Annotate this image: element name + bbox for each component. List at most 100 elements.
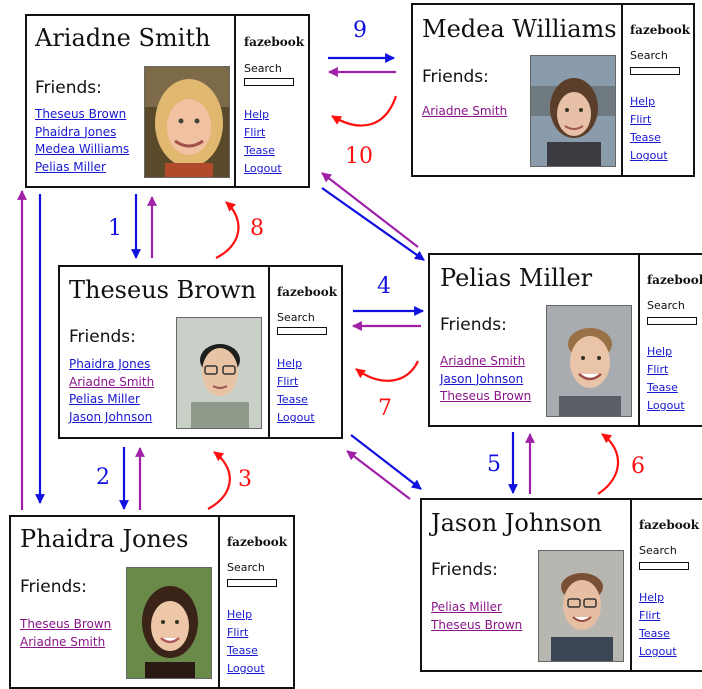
profile-photo	[538, 550, 624, 662]
profile-name: Theseus Brown	[69, 276, 257, 304]
profile-photo	[144, 66, 230, 178]
friend-link[interactable]: Ariadne Smith	[69, 374, 155, 389]
brand-label: fazebook	[630, 23, 691, 37]
friends-list: Pelias Miller Theseus Brown	[431, 599, 522, 634]
profile-name: Medea Williams	[422, 15, 617, 43]
menu-tease-link[interactable]: Tease	[244, 144, 275, 157]
search-input[interactable]	[630, 67, 680, 75]
menu-list: Help Flirt Tease Logout	[277, 355, 315, 427]
profile-card-theseus: Theseus Brown Friends: Phaidra Jones Ari…	[58, 265, 343, 439]
menu-help-link[interactable]: Help	[639, 591, 665, 604]
menu-tease-link[interactable]: Tease	[630, 131, 661, 144]
brand-label: fazebook	[639, 518, 700, 532]
man-glasses-portrait-icon	[177, 318, 261, 428]
menu-flirt-link[interactable]: Flirt	[647, 363, 669, 376]
profile-photo	[546, 305, 632, 417]
friends-heading: Friends:	[20, 577, 87, 597]
friend-link[interactable]: Theseus Brown	[440, 389, 532, 404]
menu-list: Help Flirt Tease Logout	[244, 106, 282, 178]
step-label-7: 7	[378, 396, 392, 421]
profile-name: Jason Johnson	[431, 509, 602, 537]
profile-card-jason: Jason Johnson Friends: Pelias Miller The…	[420, 498, 702, 672]
friend-link[interactable]: Ariadne Smith	[422, 104, 508, 118]
profile-photo	[126, 567, 212, 679]
menu-flirt-link[interactable]: Flirt	[630, 113, 652, 126]
search-input[interactable]	[647, 317, 697, 325]
search-label: Search	[647, 299, 685, 312]
menu-logout-link[interactable]: Logout	[639, 645, 677, 658]
brand-label: fazebook	[244, 35, 305, 49]
menu-logout-link[interactable]: Logout	[647, 399, 685, 412]
menu-tease-link[interactable]: Tease	[277, 393, 308, 406]
menu-tease-link[interactable]: Tease	[639, 627, 670, 640]
woman-blonde-portrait-icon	[145, 67, 229, 177]
arrow-status-6	[597, 433, 620, 495]
arrow-status-10	[331, 95, 398, 127]
step-label-6: 6	[631, 454, 645, 479]
arrow-status-7	[355, 360, 420, 382]
friends-list: Ariadne Smith Jason Johnson Theseus Brow…	[440, 353, 531, 406]
menu-logout-link[interactable]: Logout	[630, 149, 668, 162]
woman-dark-hair-portrait-icon	[127, 568, 211, 678]
card-divider	[234, 16, 236, 186]
profile-card-phaidra: Phaidra Jones Friends: Theseus Brown Ari…	[9, 515, 295, 689]
friend-link[interactable]: Ariadne Smith	[20, 634, 106, 649]
card-divider	[268, 267, 270, 437]
friend-link[interactable]: Phaidra Jones	[35, 124, 117, 139]
profile-name: Pelias Miller	[440, 264, 593, 292]
profile-card-pelias: Pelias Miller Friends: Ariadne Smith Jas…	[428, 253, 702, 427]
menu-logout-link[interactable]: Logout	[244, 162, 282, 175]
brand-label: fazebook	[647, 273, 702, 287]
menu-tease-link[interactable]: Tease	[647, 381, 678, 394]
man-smiling-portrait-icon	[547, 306, 631, 416]
menu-help-link[interactable]: Help	[647, 345, 673, 358]
menu-flirt-link[interactable]: Flirt	[244, 126, 266, 139]
step-label-5: 5	[487, 452, 501, 477]
step-label-4: 4	[377, 274, 391, 299]
menu-help-link[interactable]: Help	[244, 108, 270, 121]
friends-list: Phaidra Jones Ariadne Smith Pelias Mille…	[69, 356, 154, 426]
card-divider	[638, 255, 640, 425]
friend-link[interactable]: Phaidra Jones	[69, 357, 151, 371]
search-label: Search	[639, 544, 677, 557]
menu-logout-link[interactable]: Logout	[277, 411, 315, 424]
menu-flirt-link[interactable]: Flirt	[227, 626, 249, 639]
friend-link[interactable]: Theseus Brown	[431, 617, 523, 632]
menu-flirt-link[interactable]: Flirt	[639, 609, 661, 622]
search-label: Search	[277, 311, 315, 324]
search-label: Search	[244, 62, 282, 75]
friend-link[interactable]: Ariadne Smith	[440, 354, 526, 368]
arrow-request-theseus-jason	[350, 434, 422, 490]
friends-list: Theseus Brown Ariadne Smith	[20, 616, 111, 651]
search-input[interactable]	[227, 579, 277, 587]
arrow-response-pelias-ariadne	[321, 172, 419, 248]
arrow-status-8	[215, 201, 240, 259]
friend-link[interactable]: Jason Johnson	[69, 409, 153, 424]
menu-list: Help Flirt Tease Logout	[647, 343, 685, 415]
friend-link[interactable]: Medea Williams	[35, 142, 130, 157]
menu-help-link[interactable]: Help	[277, 357, 303, 370]
friend-link[interactable]: Theseus Brown	[20, 617, 112, 631]
step-label-8: 8	[250, 216, 264, 241]
menu-help-link[interactable]: Help	[227, 608, 253, 621]
friend-link[interactable]: Pelias Miller	[35, 159, 106, 174]
menu-help-link[interactable]: Help	[630, 95, 656, 108]
menu-tease-link[interactable]: Tease	[227, 644, 258, 657]
menu-flirt-link[interactable]: Flirt	[277, 375, 299, 388]
friend-link[interactable]: Pelias Miller	[69, 392, 140, 407]
friend-link[interactable]: Theseus Brown	[35, 107, 127, 121]
search-input[interactable]	[244, 78, 294, 86]
search-input[interactable]	[639, 562, 689, 570]
step-label-1: 1	[108, 216, 122, 241]
friend-link[interactable]: Jason Johnson	[440, 371, 524, 386]
search-label: Search	[630, 49, 668, 62]
friends-heading: Friends:	[431, 560, 498, 580]
menu-logout-link[interactable]: Logout	[227, 662, 265, 675]
friend-link[interactable]: Pelias Miller	[431, 600, 502, 614]
card-divider	[621, 5, 623, 175]
friends-heading: Friends:	[69, 327, 136, 347]
search-input[interactable]	[277, 327, 327, 335]
arrow-status-3	[207, 451, 231, 510]
woman-brown-hair-portrait-icon	[531, 56, 615, 166]
